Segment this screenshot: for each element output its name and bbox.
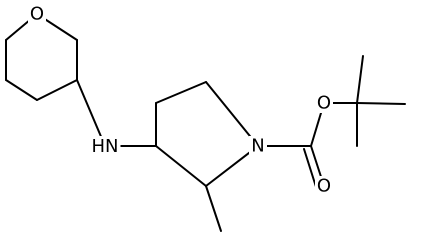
atom-labels: O HN N O O [28, 4, 333, 197]
bond-ring-c3-nh [76, 79, 106, 147]
ester-oxygen-label: O [317, 93, 331, 114]
bond-pip-c2-n [205, 81, 259, 147]
amine-h-label: H [91, 136, 105, 157]
ring-oxygen-backing [28, 4, 46, 24]
ester-oxygen-backing [315, 93, 333, 113]
bond-pip-c3-c2 [155, 81, 207, 104]
bond-tbu-c-1 [356, 55, 364, 104]
chemical-structure-diagram: O HN N O O [5, 4, 406, 232]
bond-ring-c3-c4 [36, 79, 78, 101]
bond-tbu-c-2 [356, 102, 406, 105]
amine-n-label: N [105, 136, 118, 157]
piperidine-nitrogen-label: N [251, 136, 264, 157]
bond-lines [5, 13, 406, 232]
bond-pip-c6-c5 [155, 145, 207, 187]
ring-oxygen-label: O [30, 4, 44, 25]
amine-nitrogen-backing [89, 136, 121, 156]
piperidine-nitrogen-backing [249, 136, 267, 156]
bond-pip-c6-methyl [205, 185, 222, 232]
bond-carbonyl-o-b [303, 148, 318, 191]
bond-ring-c4-c5 [5, 79, 38, 101]
amine-nitrogen-label: HN [91, 136, 118, 157]
carbonyl-oxygen-label: O [317, 176, 331, 197]
carbonyl-oxygen-backing [315, 176, 333, 196]
